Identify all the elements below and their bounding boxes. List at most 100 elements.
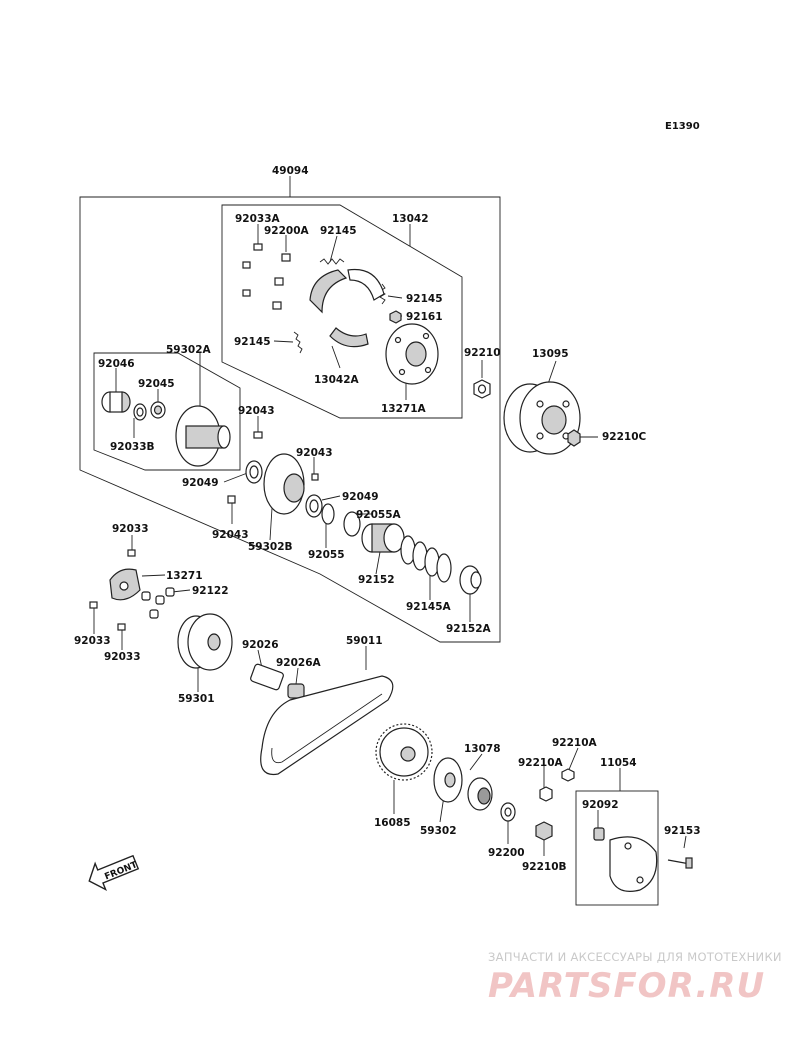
label-13042: 13042: [392, 213, 429, 225]
assembly-49094-outline: [79, 196, 501, 643]
label-92153: 92153: [664, 825, 701, 837]
label-92152A: 92152A: [446, 623, 492, 635]
label-92210B: 92210B: [522, 861, 567, 873]
label-92122: 92122: [192, 585, 229, 597]
label-92145-right: 92145: [406, 293, 443, 305]
bearing-92046: [101, 391, 131, 413]
label-92161: 92161: [406, 311, 443, 323]
label-92046: 92046: [98, 358, 135, 370]
diagram-code: E1390: [665, 121, 700, 132]
clutch-housing-13095: [503, 381, 581, 455]
label-92145-left: 92145: [234, 336, 271, 348]
label-16085: 16085: [374, 817, 411, 829]
nut-92161: [389, 310, 402, 324]
label-92049-right: 92049: [342, 491, 379, 503]
label-92145A: 92145A: [406, 601, 452, 613]
label-92033B: 92033B: [110, 441, 155, 453]
label-92145-top: 92145: [320, 225, 357, 237]
front-arrow: FRONT: [88, 854, 140, 891]
label-92055: 92055: [308, 549, 345, 561]
nut-92210A-lower: [539, 786, 553, 802]
assembly-59302A-outline: [93, 352, 241, 471]
bracket-11054: [609, 836, 658, 892]
collar-92092: [593, 827, 605, 841]
collar-92026A: [287, 683, 305, 699]
spring-92145-right: [379, 283, 386, 305]
bolt-92153: [667, 857, 693, 869]
label-92033A: 92033A: [235, 213, 281, 225]
sheave-59302A: [175, 405, 231, 467]
watermark-logo: PARTSFOR.RU: [488, 966, 766, 1006]
bearing-92045: [150, 401, 166, 419]
drive-belt-59011: [260, 675, 394, 776]
label-92043-upper: 92043: [238, 405, 275, 417]
label-13095: 13095: [532, 348, 569, 360]
seal-92049-right: [305, 494, 323, 518]
label-92043-lower: 92043: [212, 529, 249, 541]
label-92049-left: 92049: [182, 477, 219, 489]
pin-92043: [227, 431, 319, 504]
assembly-11054-outline: [575, 790, 659, 906]
label-59301: 59301: [178, 693, 215, 705]
spring-92145-top: [319, 258, 345, 265]
collar-92152: [361, 523, 405, 553]
label-92200A: 92200A: [264, 225, 310, 237]
pin-92033: [89, 549, 136, 631]
label-92055A: 92055A: [356, 509, 402, 521]
seal-92049-left: [245, 460, 263, 484]
label-92045: 92045: [138, 378, 175, 390]
rollers-92122: [141, 587, 175, 619]
fan-59302: [433, 757, 463, 803]
gear-16085: [375, 723, 433, 781]
parts: [89, 243, 693, 892]
label-11054: 11054: [600, 757, 637, 769]
label-92200: 92200: [488, 847, 525, 859]
clip-92200A: [272, 253, 291, 310]
oring-92055A: [343, 511, 361, 537]
oring-92055: [321, 503, 335, 525]
nut-92210C: [567, 429, 581, 447]
nut-92210B: [535, 821, 553, 841]
label-92210C: 92210C: [602, 431, 647, 443]
label-59302A: 59302A: [166, 344, 212, 356]
label-92026: 92026: [242, 639, 279, 651]
label-49094: 49094: [272, 165, 309, 177]
collar-92152A: [459, 565, 482, 595]
label-59011: 59011: [346, 635, 383, 647]
label-92043-mid: 92043: [296, 447, 333, 459]
label-92210A-top: 92210A: [552, 737, 598, 749]
watermark-tagline: ЗАПЧАСТИ И АКСЕССУАРЫ ДЛЯ МОТОТЕХНИКИ: [488, 950, 782, 964]
label-92210A-lower: 92210A: [518, 757, 564, 769]
nut-92210: [473, 379, 491, 399]
label-92152: 92152: [358, 574, 395, 586]
label-92033-left: 92033: [74, 635, 111, 647]
collar-92026: [250, 663, 284, 691]
label-92026A: 92026A: [276, 657, 322, 669]
ramp-plate-13271: [109, 568, 141, 601]
washer-92200: [500, 802, 516, 822]
label-59302: 59302: [420, 825, 457, 837]
label-92033-upper: 92033: [112, 523, 149, 535]
label-92033-lower: 92033: [104, 651, 141, 663]
clutch-shoe-13042: [309, 268, 385, 348]
label-13078: 13078: [464, 743, 501, 755]
label-92092: 92092: [582, 799, 619, 811]
label-13271A: 13271A: [381, 403, 427, 415]
part-labels: 49094 13042 92033A 92200A 92145 92145 92…: [74, 165, 701, 873]
part-13078: [467, 777, 493, 811]
sheave-59302B: [263, 453, 305, 515]
label-59302B: 59302B: [248, 541, 293, 553]
pin-92033A: [242, 243, 263, 297]
spring-92145A: [400, 535, 452, 583]
label-13271: 13271: [166, 570, 203, 582]
spring-92145-left: [293, 331, 303, 354]
label-92210: 92210: [464, 347, 501, 359]
nut-92210A-top: [561, 768, 575, 782]
ring-92033B: [133, 403, 147, 421]
assembly-13042-outline: [221, 204, 463, 419]
pulley-59301: [177, 613, 233, 671]
group-outlines: [79, 196, 659, 906]
label-13042A: 13042A: [314, 374, 360, 386]
clutch-plate-13271A: [385, 323, 439, 385]
